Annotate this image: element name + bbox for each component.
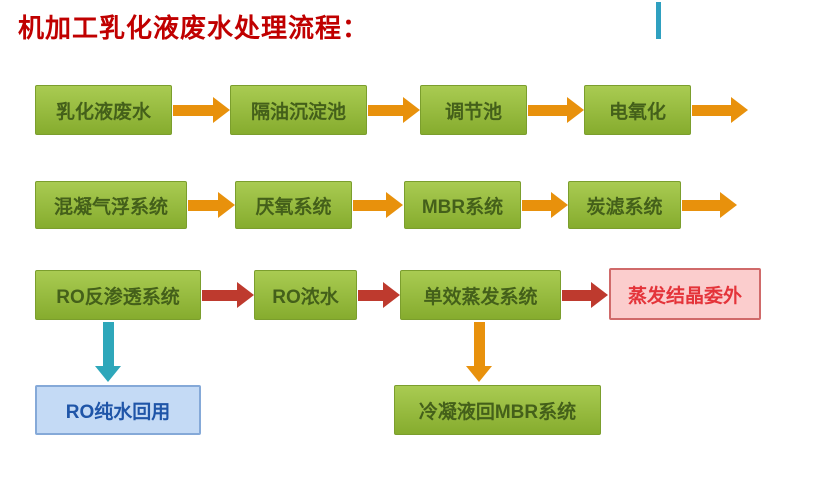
arrow-right-icon [522, 192, 568, 218]
flow-node-anaerobic-system: 厌氧系统 [235, 181, 352, 229]
flow-node-coagulation-air-flotation: 混凝气浮系统 [35, 181, 187, 229]
arrow-right-icon [692, 97, 748, 123]
arrow-right-icon [353, 192, 403, 218]
flow-node-label: 乳化液废水 [55, 101, 151, 123]
flow-node-evaporation-system: 单效蒸发系统 [400, 270, 561, 320]
flow-node-label: 炭滤系统 [586, 196, 663, 218]
flow-node-ro-concentrate: RO浓水 [254, 270, 357, 320]
flow-node-label: 单效蒸发系统 [423, 286, 538, 308]
flow-node-label: 蒸发结晶委外 [627, 285, 742, 307]
arrow-right-icon [202, 282, 254, 308]
flow-node-ro-water-reuse: RO纯水回用 [35, 385, 201, 435]
flow-node-mbr-system: MBR系统 [404, 181, 521, 229]
arrow-down-icon [95, 322, 121, 382]
arrow-right-icon [368, 97, 420, 123]
flow-node-crystallization-outsource: 蒸发结晶委外 [609, 268, 761, 320]
flow-node-label: RO浓水 [272, 286, 339, 308]
flow-node-regulation-tank: 调节池 [420, 85, 527, 135]
flow-node-electro-oxidation: 电氧化 [584, 85, 691, 135]
flow-node-label: 冷凝液回MBR系统 [418, 401, 577, 423]
flow-node-label: 调节池 [444, 101, 502, 123]
flow-node-label: 厌氧系统 [255, 196, 332, 218]
flow-node-condensate-to-mbr: 冷凝液回MBR系统 [394, 385, 601, 435]
arrow-right-icon [173, 97, 230, 123]
arrow-right-icon [562, 282, 608, 308]
flow-node-label: RO纯水回用 [65, 401, 171, 423]
flow-node-oil-separation-tank: 隔油沉淀池 [230, 85, 367, 135]
arrow-right-icon [528, 97, 584, 123]
flow-node-carbon-filter-system: 炭滤系统 [568, 181, 681, 229]
flow-node-emulsion-wastewater: 乳化液废水 [35, 85, 172, 135]
page-title: 机加工乳化液废水处理流程： [18, 13, 370, 43]
arrow-right-icon [358, 282, 400, 308]
flow-node-label: 电氧化 [608, 101, 666, 123]
flow-node-ro-system: RO反渗透系统 [35, 270, 201, 320]
flow-node-label: RO反渗透系统 [56, 286, 180, 308]
decoration-bar [656, 2, 661, 39]
arrow-down-icon [466, 322, 492, 382]
flow-node-label: 隔油沉淀池 [250, 101, 346, 123]
flow-node-label: 混凝气浮系统 [53, 196, 168, 218]
flow-node-label: MBR系统 [421, 196, 504, 218]
arrow-right-icon [682, 192, 737, 218]
arrow-right-icon [188, 192, 235, 218]
